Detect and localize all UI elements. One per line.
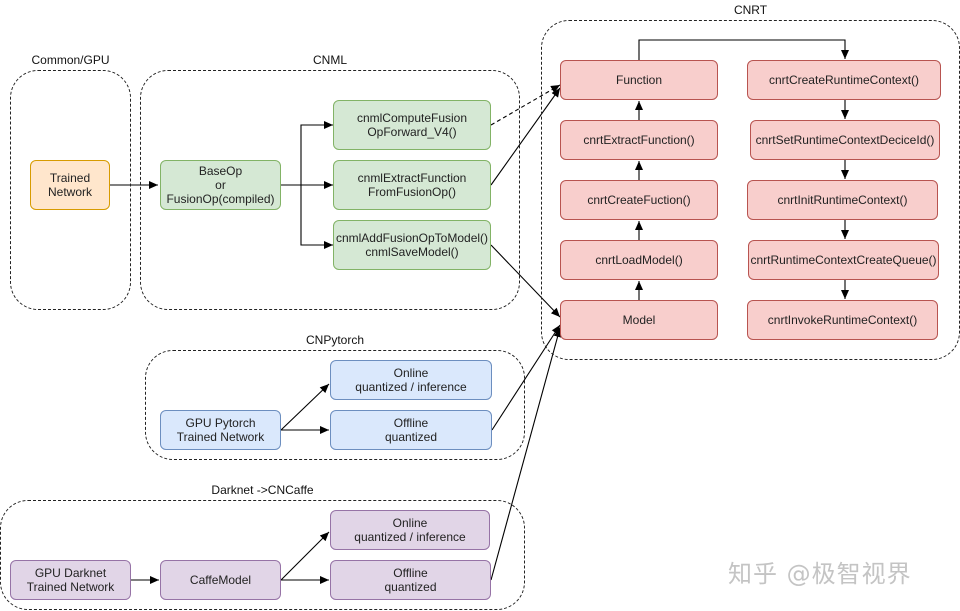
node-text: quantized / inference <box>354 530 466 544</box>
edge-baseop-to-add <box>300 185 333 249</box>
node-text: Offline <box>393 566 428 580</box>
node-extract-function: cnrtExtractFunction() <box>560 120 718 160</box>
group-label-cnml: CNML <box>312 53 347 67</box>
edge-dkoffline-to-model <box>490 327 562 581</box>
node-text: quantized <box>384 580 437 594</box>
node-cnml-extract: cnmlExtractFunction FromFusionOp() <box>333 160 491 210</box>
edge-function-to-createctx <box>638 39 849 60</box>
node-invoke-runtime-context: cnrtInvokeRuntimeContext() <box>747 300 938 340</box>
node-text: FusionOp(compiled) <box>166 192 275 206</box>
edge-pytorch-to-online <box>280 383 330 431</box>
watermark: 知乎 @极智视界 <box>728 560 912 588</box>
node-text: GPU Pytorch <box>185 416 256 430</box>
node-text: or <box>215 178 226 192</box>
node-gpu-pytorch: GPU Pytorch Trained Network <box>160 410 281 450</box>
node-text: BaseOp <box>198 164 243 178</box>
node-caffemodel: CaffeModel <box>160 560 281 600</box>
node-model: Model <box>560 300 718 340</box>
node-trained-network: Trained Network <box>30 160 110 210</box>
node-text: cnrtCreateFuction() <box>587 193 691 207</box>
node-text: Offline <box>393 416 429 430</box>
node-text: cnmlExtractFunction <box>357 171 467 185</box>
group-label-darknet: Darknet ->CNCaffe <box>211 483 314 497</box>
node-text: cnrtCreateRuntimeContext() <box>768 73 920 87</box>
group-label-common-gpu: Common/GPU <box>31 53 110 67</box>
node-load-model: cnrtLoadModel() <box>560 240 718 280</box>
node-text: quantized / inference <box>355 380 467 394</box>
edge-add-to-model <box>490 244 561 318</box>
node-set-runtime-context-device: cnrtSetRuntimeContextDeciceId() <box>750 120 940 160</box>
node-text: Online <box>392 516 428 530</box>
node-text: Online <box>393 366 429 380</box>
node-text: Trained Network <box>26 580 115 594</box>
group-label-cnpytorch: CNPytorch <box>305 333 364 347</box>
node-baseop: BaseOp or FusionOp(compiled) <box>160 160 281 210</box>
edge-compute-to-function <box>490 84 561 126</box>
node-text: cnrtSetRuntimeContextDeciceId() <box>755 133 935 147</box>
node-text: Trained <box>49 171 91 185</box>
node-create-function: cnrtCreateFuction() <box>560 180 718 220</box>
node-text: cnrtExtractFunction() <box>583 133 695 147</box>
node-cnml-add: cnmlAddFusionOpToModel() cnmlSaveModel() <box>333 220 491 270</box>
edge-caffemodel-to-online <box>280 531 330 581</box>
group-label-cnrt: CNRT <box>733 3 768 17</box>
group-darknet <box>0 500 525 610</box>
group-cnpytorch <box>145 350 525 460</box>
node-text: cnrtInvokeRuntimeContext() <box>767 313 918 327</box>
node-text: CaffeModel <box>189 573 252 587</box>
node-text: cnrtInitRuntimeContext() <box>777 193 908 207</box>
node-text: Network <box>47 185 92 199</box>
node-darknet-online: Online quantized / inference <box>330 510 490 550</box>
node-init-runtime-context: cnrtInitRuntimeContext() <box>747 180 938 220</box>
node-text: OpForward_V4() <box>367 125 457 139</box>
group-cnml <box>140 70 520 310</box>
node-gpu-darknet: GPU Darknet Trained Network <box>10 560 131 600</box>
node-text: Function <box>615 73 663 87</box>
node-text: quantized <box>384 430 438 444</box>
node-cnml-compute: cnmlComputeFusion OpForward_V4() <box>333 100 491 150</box>
node-text: cnmlComputeFusion <box>356 111 468 125</box>
node-create-runtime-context: cnrtCreateRuntimeContext() <box>747 60 941 100</box>
edge-extract-to-function <box>490 87 561 186</box>
node-text: GPU Darknet <box>34 566 107 580</box>
node-text: cnrtLoadModel() <box>595 253 683 267</box>
node-runtime-context-create-queue: cnrtRuntimeContextCreateQueue() <box>748 240 939 280</box>
node-text: cnrtRuntimeContextCreateQueue() <box>750 253 937 267</box>
node-text: Model <box>622 313 656 327</box>
node-darknet-offline: Offline quantized <box>330 560 491 600</box>
node-function: Function <box>560 60 718 100</box>
node-pytorch-offline: Offline quantized <box>330 410 492 450</box>
node-pytorch-online: Online quantized / inference <box>330 360 492 400</box>
node-text: FromFusionOp() <box>367 185 456 199</box>
node-text: Trained Network <box>176 430 265 444</box>
group-common-gpu <box>10 70 131 310</box>
node-text: cnmlAddFusionOpToModel() <box>335 231 489 245</box>
node-text: cnmlSaveModel() <box>365 245 459 259</box>
